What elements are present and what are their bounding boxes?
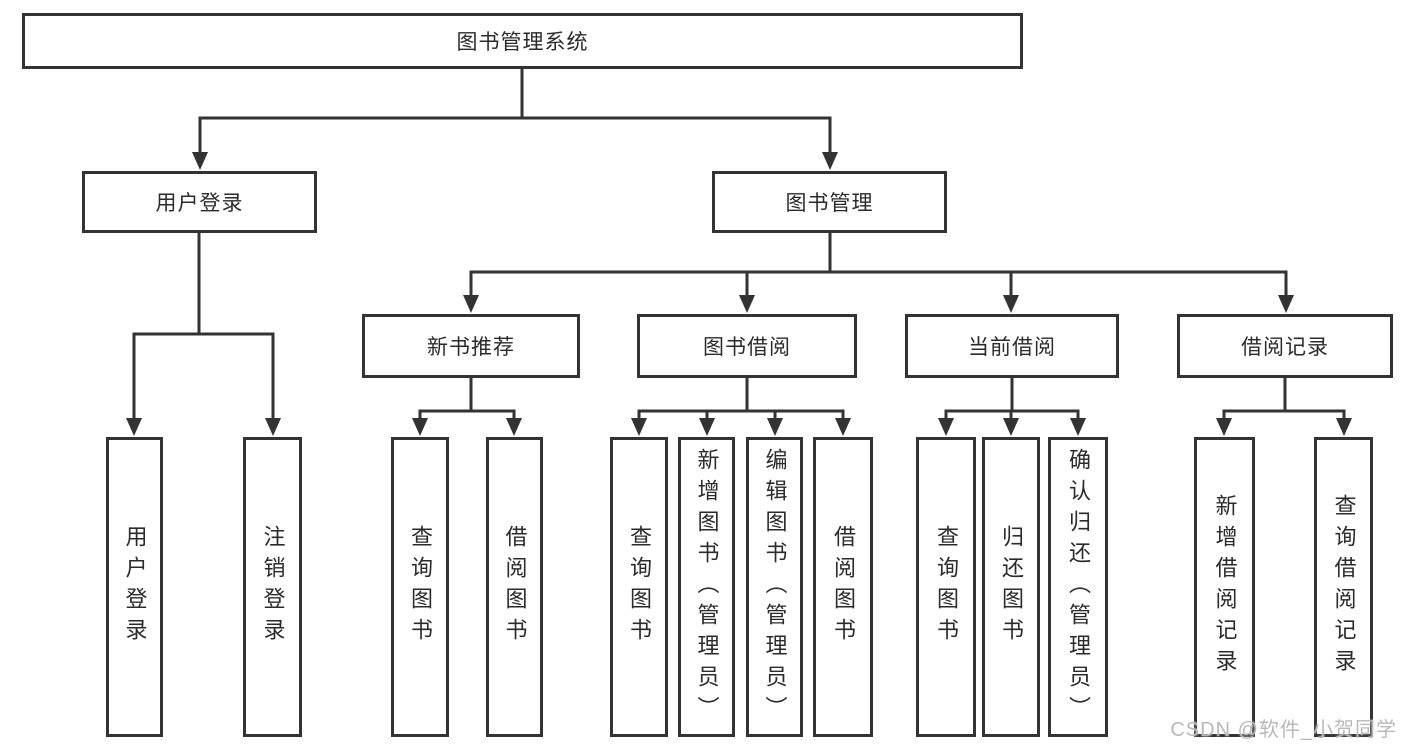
node-new-book-recommend-label: 新书推荐: [427, 336, 515, 359]
leaf-edit-books-admin: 编辑图书（管理员）: [746, 437, 803, 737]
connector-book-management-to-level3: [469, 233, 1288, 297]
connector-root-to-level2: [198, 69, 832, 156]
node-user-login-label: 用户登录: [155, 192, 244, 215]
leaf-borrow-query-books-label: 查询图书: [627, 525, 652, 649]
leaf-recommend-query-books: 查询图书: [391, 437, 449, 737]
leaf-add-books-admin: 新增图书（管理员）: [678, 437, 735, 737]
leaf-current-query-books: 查询图书: [916, 437, 976, 737]
leaf-recommend-borrow-books: 借阅图书: [486, 437, 543, 737]
connector-book-borrow-to-leaves: [637, 378, 845, 420]
leaf-borrow-books-label: 借阅图书: [831, 525, 856, 649]
leaf-return-books-label: 归还图书: [999, 525, 1024, 649]
node-user-login: 用户登录: [82, 171, 317, 233]
leaf-recommend-query-books-label: 查询图书: [408, 525, 433, 649]
node-root: 图书管理系统: [22, 13, 1023, 69]
leaf-return-books: 归还图书: [982, 437, 1040, 737]
leaf-borrow-query-books: 查询图书: [610, 437, 668, 737]
leaf-recommend-borrow-books-label: 借阅图书: [502, 525, 528, 649]
leaf-confirm-return-admin-label: 确认归还（管理员）: [1066, 447, 1091, 727]
connector-new-book-recommend-to-leaves: [418, 378, 516, 420]
node-book-management-label: 图书管理: [785, 192, 874, 215]
leaf-add-borrow-record-label: 新增借阅记录: [1212, 494, 1238, 680]
csdn-watermark: CSDN @软件_小贺同学: [1170, 719, 1397, 741]
connector-user-login-to-leaves: [132, 233, 275, 420]
node-book-borrow: 图书借阅: [637, 314, 857, 378]
node-root-label: 图书管理系统: [456, 31, 589, 54]
leaf-borrow-books: 借阅图书: [813, 437, 873, 737]
connector-borrow-records-to-leaves: [1222, 378, 1346, 420]
node-borrow-records-label: 借阅记录: [1241, 336, 1329, 359]
leaf-current-query-books-label: 查询图书: [934, 525, 959, 649]
leaf-logout-label: 注销登录: [260, 525, 286, 649]
leaf-user-login-label: 用户登录: [122, 525, 148, 649]
leaf-query-borrow-record-label: 查询借阅记录: [1331, 494, 1357, 680]
node-current-borrow-label: 当前借阅: [968, 336, 1056, 359]
leaf-query-borrow-record: 查询借阅记录: [1314, 437, 1373, 737]
node-new-book-recommend: 新书推荐: [362, 314, 580, 378]
node-borrow-records: 借阅记录: [1177, 314, 1393, 378]
leaf-edit-books-admin-label: 编辑图书（管理员）: [762, 447, 788, 727]
leaf-confirm-return-admin: 确认归还（管理员）: [1048, 437, 1108, 737]
node-book-borrow-label: 图书借阅: [703, 336, 791, 359]
node-current-borrow: 当前借阅: [905, 314, 1119, 378]
leaf-user-login: 用户登录: [106, 437, 163, 737]
leaf-logout: 注销登录: [243, 437, 302, 737]
connector-current-borrow-to-leaves: [944, 378, 1080, 420]
leaf-add-borrow-record: 新增借阅记录: [1194, 437, 1255, 737]
node-book-management: 图书管理: [712, 171, 947, 233]
leaf-add-books-admin-label: 新增图书（管理员）: [694, 447, 720, 727]
